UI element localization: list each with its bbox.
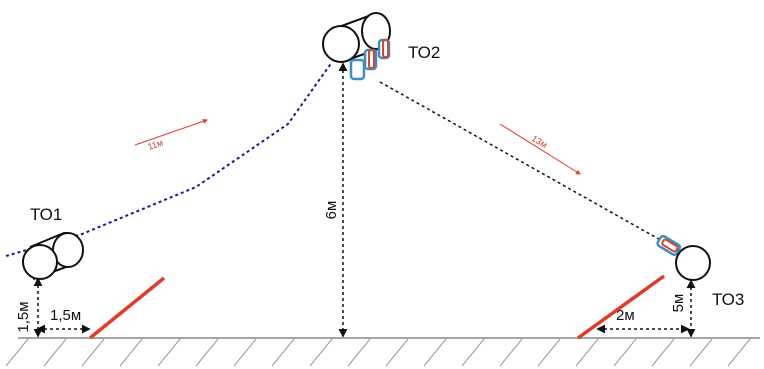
to3-offset-label: 2м [616, 307, 635, 324]
right-span-label: 13м [530, 133, 549, 150]
hatch-mark [233, 338, 257, 367]
to1-label: ТО1 [30, 205, 62, 224]
to3-clamp-icon [656, 234, 682, 256]
hatch-mark [613, 338, 637, 367]
hatch-mark [727, 338, 751, 367]
hatch-mark [309, 338, 333, 367]
to2-height-label: 6м [323, 201, 340, 220]
to3-spool-icon [675, 245, 711, 281]
right-span-arrow [499, 123, 581, 175]
hatch-mark [423, 338, 447, 367]
clamp-icon [368, 49, 375, 69]
right-span-annotation: 13м [499, 123, 581, 175]
cable-right [379, 81, 665, 243]
clamp-icon [349, 58, 366, 81]
to1-height-label: 1,5м [15, 301, 32, 332]
to1-offset-label: 1,5м [50, 307, 81, 324]
to3-label: ТО3 [712, 290, 744, 309]
hatch-mark [81, 338, 105, 367]
hatch-mark [43, 338, 67, 367]
hatch-mark [195, 338, 219, 367]
hatch-mark [157, 338, 181, 367]
ground-hatching [5, 338, 751, 367]
hatch-mark [689, 338, 713, 367]
cable-left [5, 61, 333, 257]
to3-height-label: 5м [670, 294, 687, 313]
hatch-mark [119, 338, 143, 367]
left-span-arrow [134, 118, 208, 146]
to2-clamp-icons [349, 38, 391, 81]
to3-support-brace-icon [576, 274, 666, 340]
hatch-mark [385, 338, 409, 367]
hatch-mark [499, 338, 523, 367]
hatch-mark [347, 338, 371, 367]
hatch-mark [271, 338, 295, 367]
hatch-mark [575, 338, 599, 367]
clamp-icon [382, 39, 389, 58]
hatch-mark [461, 338, 485, 367]
hatch-mark [537, 338, 561, 367]
to1-spool-icon [22, 231, 84, 280]
left-span-annotation: 11м [134, 118, 208, 152]
to2-label: ТО2 [408, 43, 440, 62]
ground [5, 337, 760, 367]
hatch-mark [5, 338, 29, 367]
hatch-mark [651, 338, 675, 367]
left-span-label: 11м [146, 137, 164, 152]
to1-support-brace-icon [88, 276, 166, 340]
